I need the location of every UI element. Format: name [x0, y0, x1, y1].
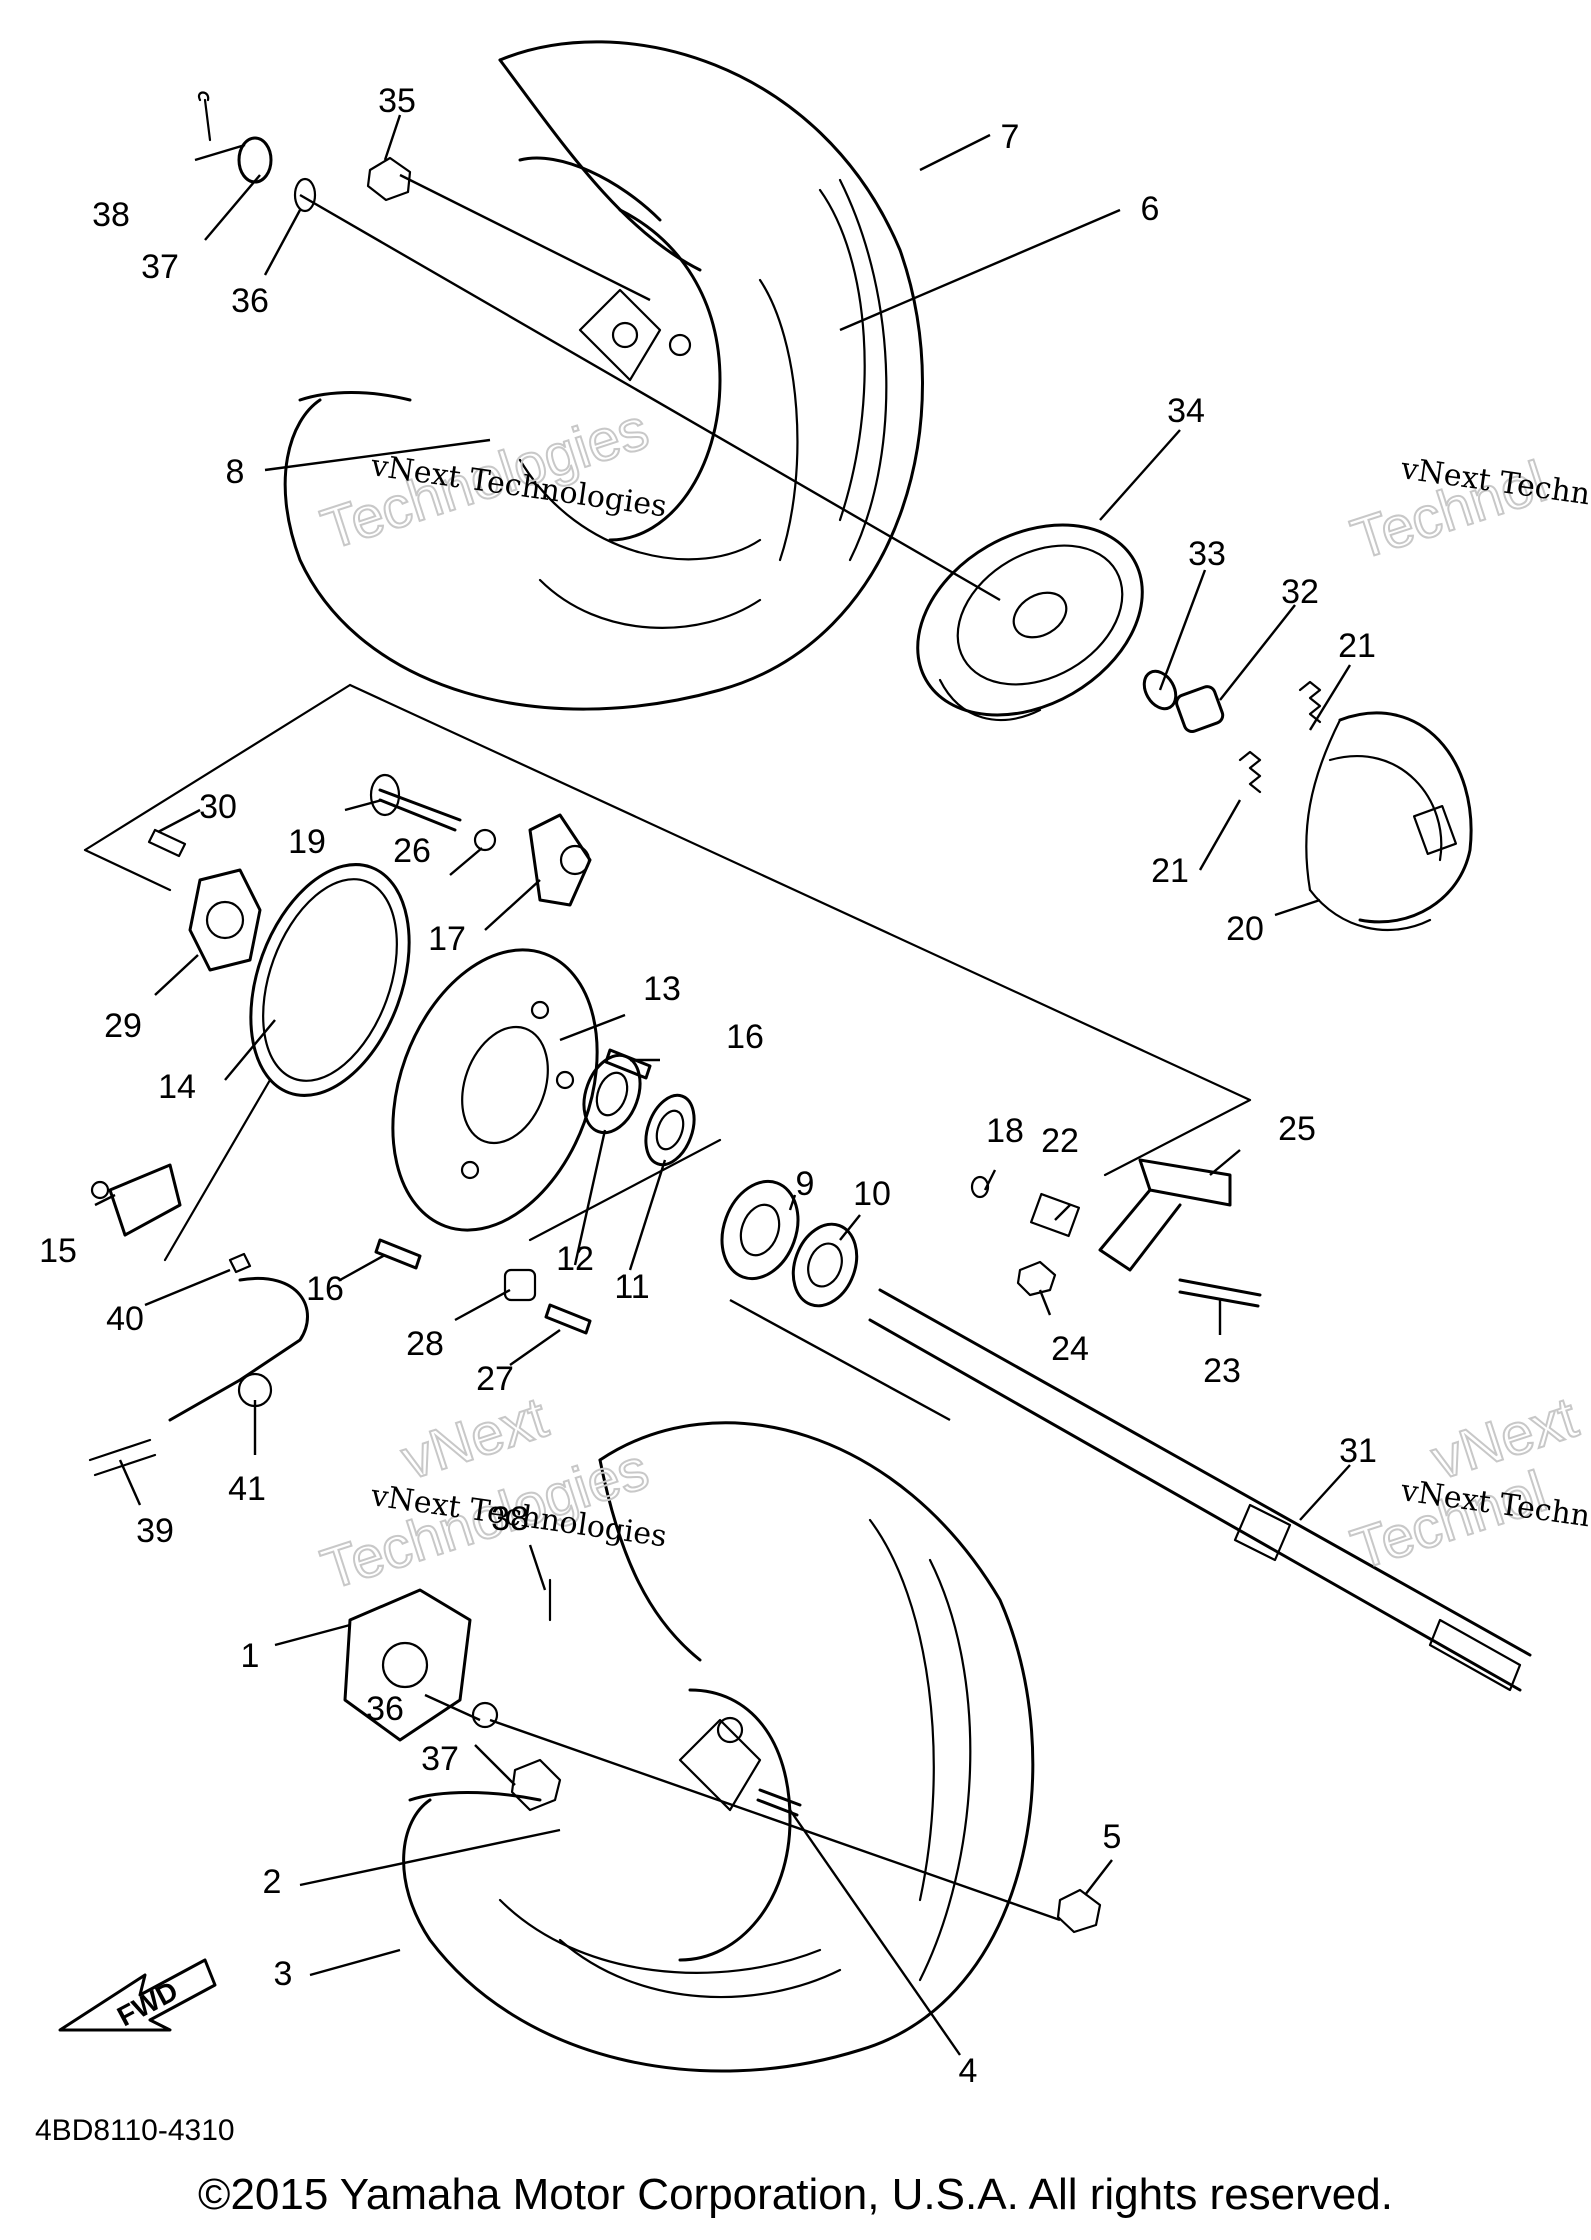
brake-panel: [391, 948, 599, 1232]
part-label-31: 31: [1339, 1432, 1377, 1470]
part-label-4: 4: [959, 2052, 978, 2090]
spacer-oring: [1142, 669, 1225, 734]
part-label-32: 32: [1281, 573, 1319, 611]
cable-parts: [88, 1252, 309, 1477]
part-label-22: 22: [1041, 1122, 1079, 1160]
part-label-27: 27: [476, 1360, 514, 1398]
part-label-25: 25: [1278, 1110, 1316, 1148]
part-label-3: 3: [274, 1955, 293, 1993]
lower-fasteners: [756, 1788, 1102, 1934]
part-label-16a: 16: [726, 1018, 764, 1056]
part-label-9: 9: [796, 1165, 815, 1203]
part-label-35: 35: [378, 82, 416, 120]
brake-drum: [916, 523, 1144, 722]
part-label-24: 24: [1051, 1330, 1089, 1368]
seal-ring: [249, 863, 411, 1097]
part-label-12: 12: [556, 1240, 594, 1278]
cam-parts: [369, 773, 592, 907]
lower-hub: [343, 1578, 562, 1812]
fwd-label: FWD: [112, 1975, 183, 2032]
part-labels: 7 6 8 34 33 32 21 21 20 35 38 37 36 30 1…: [39, 82, 1377, 2090]
part-label-6: 6: [1141, 190, 1160, 228]
part-label-28: 28: [406, 1325, 444, 1363]
part-label-30: 30: [199, 788, 237, 826]
part-label-16b: 16: [306, 1270, 344, 1308]
part-label-5: 5: [1103, 1818, 1122, 1856]
forward-arrow: FWD: [58, 1958, 217, 2032]
part-label-19: 19: [288, 823, 326, 861]
part-label-13: 13: [643, 970, 681, 1008]
part-label-33: 33: [1188, 535, 1226, 573]
brake-arm: [970, 1158, 1262, 1308]
axle: [868, 1288, 1532, 1692]
part-label-23: 23: [1203, 1352, 1241, 1390]
brake-shoe: [1238, 680, 1473, 932]
part-label-10: 10: [853, 1175, 891, 1213]
part-label-39: 39: [136, 1512, 174, 1550]
centerlines: [299, 173, 1061, 1922]
gasket: [147, 828, 262, 972]
leader-lines: [94, 114, 1352, 2056]
upper-tire-assembly: [283, 40, 924, 711]
part-label-21b: 21: [1151, 852, 1189, 890]
part-label-26: 26: [393, 832, 431, 870]
hub-group-outline: [83, 683, 1252, 1262]
part-label-36b: 36: [366, 1690, 404, 1728]
watermarks: Technologies Technol Technologies Techno…: [313, 395, 1591, 1603]
part-label-15: 15: [39, 1232, 77, 1270]
bolts: [374, 1048, 652, 1335]
part-label-36a: 36: [231, 282, 269, 320]
part-label-11a: 11: [614, 1268, 649, 1306]
part-label-14: 14: [158, 1068, 196, 1106]
part-label-34: 34: [1167, 392, 1205, 430]
bearings: [582, 1053, 859, 1308]
lower-tire-assembly: [402, 1421, 1035, 2073]
cam-lever: [90, 1163, 182, 1237]
part-label-37b: 37: [421, 1740, 459, 1778]
part-label-8: 8: [226, 453, 245, 491]
part-label-17: 17: [428, 920, 466, 958]
part-label-18: 18: [986, 1112, 1024, 1150]
diagram-code: 4BD8110-4310: [35, 2114, 235, 2147]
part-label-2: 2: [263, 1863, 282, 1901]
part-label-38a: 38: [92, 196, 130, 234]
copyright-notice: ©2015 Yamaha Motor Corporation, U.S.A. A…: [198, 2170, 1393, 2219]
part-label-38b: 38: [491, 1500, 529, 1538]
part-label-41: 41: [228, 1470, 266, 1508]
part-label-37a: 37: [141, 248, 179, 286]
part-label-20: 20: [1226, 910, 1264, 948]
part-label-21a: 21: [1338, 627, 1376, 665]
part-label-40: 40: [106, 1300, 144, 1338]
part-label-29: 29: [104, 1007, 142, 1045]
part-label-7: 7: [1001, 118, 1020, 156]
part-label-1: 1: [241, 1637, 260, 1675]
